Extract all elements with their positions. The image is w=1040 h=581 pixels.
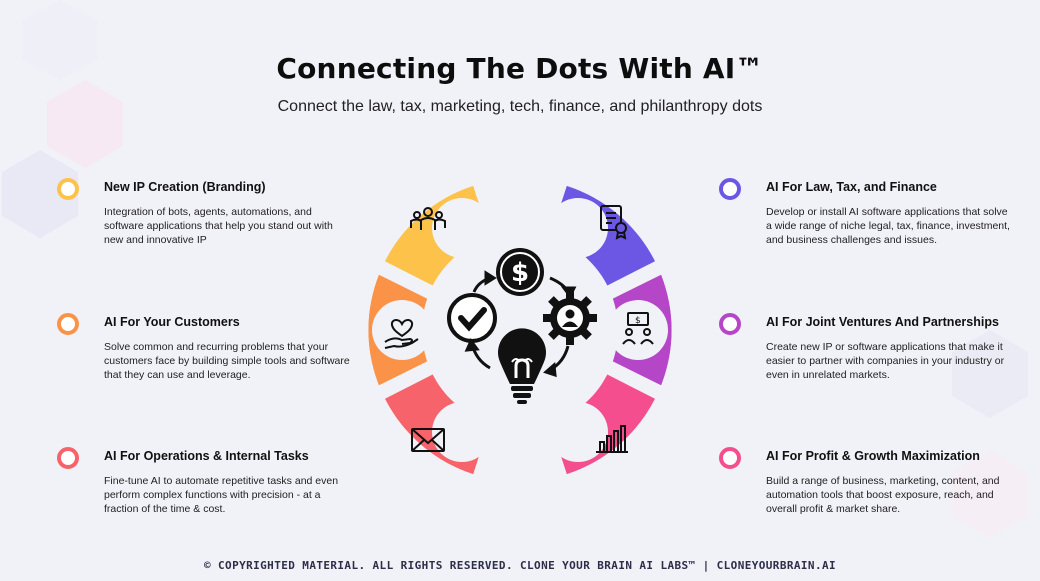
item-ai-for-customers: AI For Your Customers Solve common and r… (57, 313, 354, 382)
item-ai-for-operations: AI For Operations & Internal Tasks Fine-… (57, 447, 354, 516)
item-new-ip-creation: New IP Creation (Branding) Integration o… (57, 178, 354, 247)
bullet-ring (57, 447, 79, 469)
item-description: Solve common and recurring problems that… (104, 341, 350, 381)
svg-text:$: $ (635, 316, 641, 326)
item-ai-for-joint-ventures: AI For Joint Ventures And Partnerships C… (719, 313, 1016, 382)
cycle-arrows-icon (464, 270, 577, 378)
partners-icon: $ (622, 312, 654, 345)
bullet-ring (719, 313, 741, 335)
heart-hand-icon (384, 319, 419, 349)
dollar-icon: $ (496, 248, 544, 296)
page-title: Connecting The Dots With AI™ (276, 52, 764, 85)
team-icon (410, 207, 446, 230)
bullet-ring (719, 178, 741, 200)
item-title: New IP Creation (Branding) (104, 180, 266, 194)
item-description: Create new IP or software applications t… (766, 341, 1005, 381)
bullet-ring (57, 178, 79, 200)
item-title: AI For Joint Ventures And Partnerships (766, 315, 999, 329)
lightbulb-icon (498, 328, 546, 404)
page-subtitle: Connect the law, tax, marketing, tech, f… (277, 98, 763, 115)
envelope-icon (411, 428, 445, 452)
item-title: AI For Law, Tax, and Finance (766, 180, 937, 194)
ai-wheel-diagram: $ $ (368, 185, 672, 475)
item-description: Develop or install AI software applicati… (766, 206, 1010, 246)
item-title: AI For Your Customers (104, 315, 240, 329)
item-ai-for-law-tax-finance: AI For Law, Tax, and Finance Develop or … (719, 178, 1016, 247)
item-description: Build a range of business, marketing, co… (766, 475, 1000, 515)
item-title: AI For Operations & Internal Tasks (104, 449, 309, 463)
item-description: Fine-tune AI to automate repetitive task… (104, 475, 339, 515)
item-title: AI For Profit & Growth Maximization (766, 449, 980, 463)
item-description: Integration of bots, agents, automations… (104, 206, 333, 246)
bullet-ring (719, 447, 741, 469)
svg-text:$: $ (511, 258, 529, 288)
checkmark-icon (447, 293, 497, 343)
copyright-footer: © COPYRIGHTED MATERIAL. ALL RIGHTS RESER… (203, 559, 837, 572)
bullet-ring (57, 313, 79, 335)
gear-person-icon (543, 291, 597, 345)
item-ai-for-profit-growth: AI For Profit & Growth Maximization Buil… (719, 447, 1016, 516)
bar-chart-icon (596, 425, 628, 453)
certificate-icon (600, 205, 627, 240)
